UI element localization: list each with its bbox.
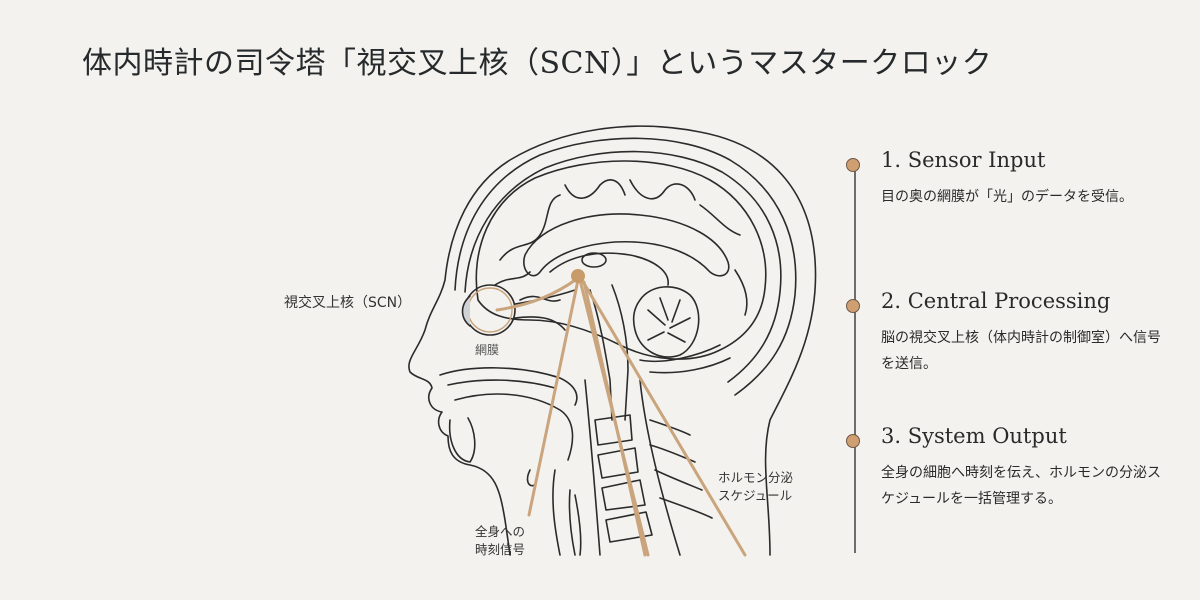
neural-pathways — [495, 276, 747, 557]
cerebellum — [632, 286, 700, 358]
signal-label-line1: 全身への — [475, 524, 526, 539]
head-outline — [408, 125, 817, 556]
step-description: 全身の細胞へ時刻を伝え、ホルモンの分泌スケジュールを一括管理する。 — [881, 465, 1161, 507]
hormone-schedule-label: ホルモン分泌 スケジュール — [718, 469, 793, 505]
step-heading: 2. Central Processing — [881, 289, 1111, 313]
signal-label-line2: 時刻信号 — [475, 542, 526, 557]
retina-label: 網膜 — [475, 343, 500, 357]
corpus-callosum — [523, 213, 730, 277]
hormone-label-line2: スケジュール — [718, 488, 793, 503]
body-signal-label: 全身への 時刻信号 — [475, 523, 525, 559]
eye — [464, 284, 516, 336]
scn-label: 視交叉上核（SCN） — [284, 295, 412, 311]
brain-outline — [475, 160, 767, 360]
timeline-dot-icon — [846, 158, 860, 172]
timeline-dot-icon — [846, 434, 860, 448]
step-heading: 1. Sensor Input — [881, 148, 1046, 172]
page-title: 体内時計の司令塔「視交叉上核（SCN）」というマスタークロック — [82, 46, 993, 81]
hormone-label-line1: ホルモン分泌 — [718, 470, 794, 485]
timeline-line — [854, 170, 856, 553]
step-heading: 3. System Output — [881, 424, 1067, 448]
step-description: 目の奥の網膜が「光」のデータを受信。 — [881, 189, 1133, 205]
scn-node — [571, 269, 585, 283]
step-description: 脳の視交叉上核（体内時計の制御室）へ信号を送信。 — [881, 330, 1161, 372]
timeline-dot-icon — [846, 299, 860, 313]
